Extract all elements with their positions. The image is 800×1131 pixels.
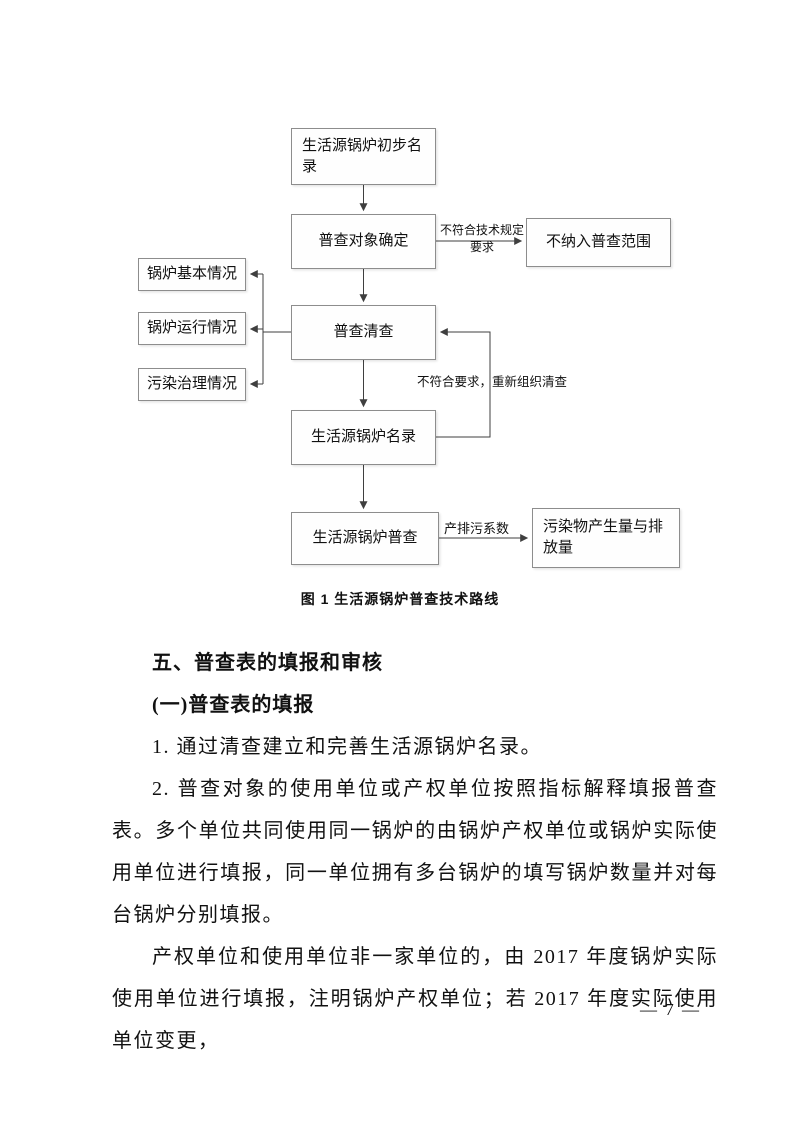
figure-caption: 图 1 生活源锅炉普查技术路线: [300, 591, 500, 607]
body-text: 五、普查表的填报和审核 (一)普查表的填报 1. 通过清查建立和完善生活源锅炉名…: [112, 642, 718, 1062]
flowchart-box-not-included-label: 不纳入普查范围: [545, 234, 651, 250]
flowchart-box-pollutant-output-label: 污染物产生量与排放量: [543, 519, 664, 556]
arrow-feedback-recheck: [436, 328, 491, 438]
flowchart-box-census-check: 普查清查: [291, 305, 436, 360]
flowchart-box-initial-list: 生活源锅炉初步名录: [291, 128, 436, 185]
section-heading: 五、普查表的填报和审核: [152, 652, 383, 674]
flowchart-box-pollution-treatment-label: 污染治理情况: [146, 376, 237, 392]
flowchart-box-object-determination: 普查对象确定: [291, 214, 436, 269]
flowchart-box-not-included: 不纳入普查范围: [526, 218, 671, 267]
edge-label-coefficient: 产排污系数: [444, 521, 510, 536]
edge-label-recheck: 不符合要求，重新组织清查: [417, 375, 568, 389]
edge-label-tech-requirement: 不符合技术规定要求: [439, 223, 524, 254]
paragraph-2: 2. 普查对象的使用单位或产权单位按照指标解释填报普查表。多个单位共同使用同一锅…: [112, 778, 718, 926]
flowchart-box-boiler-operation-label: 锅炉运行情况: [146, 320, 237, 336]
paragraph-3: 产权单位和使用单位非一家单位的，由 2017 年度锅炉实际使用单位进行填报，注明…: [112, 946, 718, 1052]
flowchart-box-boiler-census-label: 生活源锅炉普查: [312, 530, 418, 546]
flowchart-box-initial-list-label: 生活源锅炉初步名录: [302, 137, 423, 175]
flowchart-box-pollution-treatment: 污染治理情况: [138, 368, 246, 401]
paragraph-1: 1. 通过清查建立和完善生活源锅炉名录。: [152, 736, 542, 758]
flowchart-box-object-determination-label: 普查对象确定: [318, 233, 409, 249]
flowchart-box-pollutant-output: 污染物产生量与排放量: [532, 508, 680, 568]
flowchart-box-boiler-operation: 锅炉运行情况: [138, 312, 246, 345]
subsection-heading: (一)普查表的填报: [152, 694, 315, 716]
flowchart-figure: 生活源锅炉初步名录 普查对象确定 不纳入普查范围 锅炉基本情况 锅炉运行情况 污…: [138, 128, 680, 568]
flowchart-connectors: [249, 185, 529, 542]
page-number: — 7 —: [640, 1000, 701, 1019]
flowchart-box-boiler-list-label: 生活源锅炉名录: [310, 429, 416, 445]
flowchart-box-boiler-basic-label: 锅炉基本情况: [146, 266, 237, 282]
flowchart-box-boiler-census: 生活源锅炉普查: [291, 512, 439, 565]
flowchart-box-census-check-label: 普查清查: [333, 324, 394, 340]
flowchart-box-boiler-list: 生活源锅炉名录: [291, 410, 436, 465]
flowchart-box-boiler-basic: 锅炉基本情况: [138, 258, 246, 291]
